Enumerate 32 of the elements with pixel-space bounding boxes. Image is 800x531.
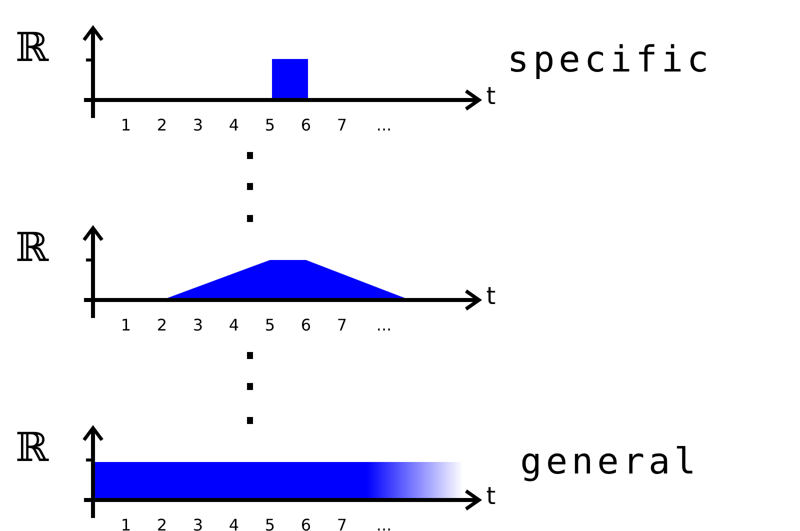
tick-label: 4 bbox=[228, 516, 240, 531]
tick-label: 3 bbox=[192, 116, 204, 134]
tick-label: 5 bbox=[264, 316, 276, 334]
tick-label: 3 bbox=[192, 516, 204, 531]
axis-label: ℝ bbox=[15, 225, 49, 271]
tick-label: ... bbox=[376, 516, 392, 531]
axis-label: t bbox=[486, 482, 496, 510]
tick-label: 2 bbox=[156, 116, 168, 134]
tick-label: 6 bbox=[300, 116, 312, 134]
tick-label: ... bbox=[376, 316, 392, 334]
tick-label: 5 bbox=[264, 116, 276, 134]
tick-label: 2 bbox=[156, 316, 168, 334]
axis-label: ℝ bbox=[15, 25, 49, 71]
tick-label: 7 bbox=[336, 116, 348, 134]
tick-label: 1 bbox=[120, 516, 132, 531]
tick-label: 4 bbox=[228, 316, 240, 334]
heading: specific bbox=[507, 40, 713, 80]
tick-label: 1 bbox=[120, 116, 132, 134]
tick-label: 5 bbox=[264, 516, 276, 531]
tick-label: 3 bbox=[192, 316, 204, 334]
tick-label: 6 bbox=[300, 516, 312, 531]
tick-label: 1 bbox=[120, 316, 132, 334]
axis-label: t bbox=[486, 82, 496, 110]
tick-label: 6 bbox=[300, 316, 312, 334]
tick-label: 7 bbox=[336, 516, 348, 531]
tick-label: ... bbox=[376, 116, 392, 134]
axis-label: t bbox=[486, 282, 496, 310]
tick-label: 2 bbox=[156, 516, 168, 531]
heading: general bbox=[520, 442, 700, 482]
tick-label: 7 bbox=[336, 316, 348, 334]
axis-label: ℝ bbox=[15, 425, 49, 471]
tick-label: 4 bbox=[228, 116, 240, 134]
